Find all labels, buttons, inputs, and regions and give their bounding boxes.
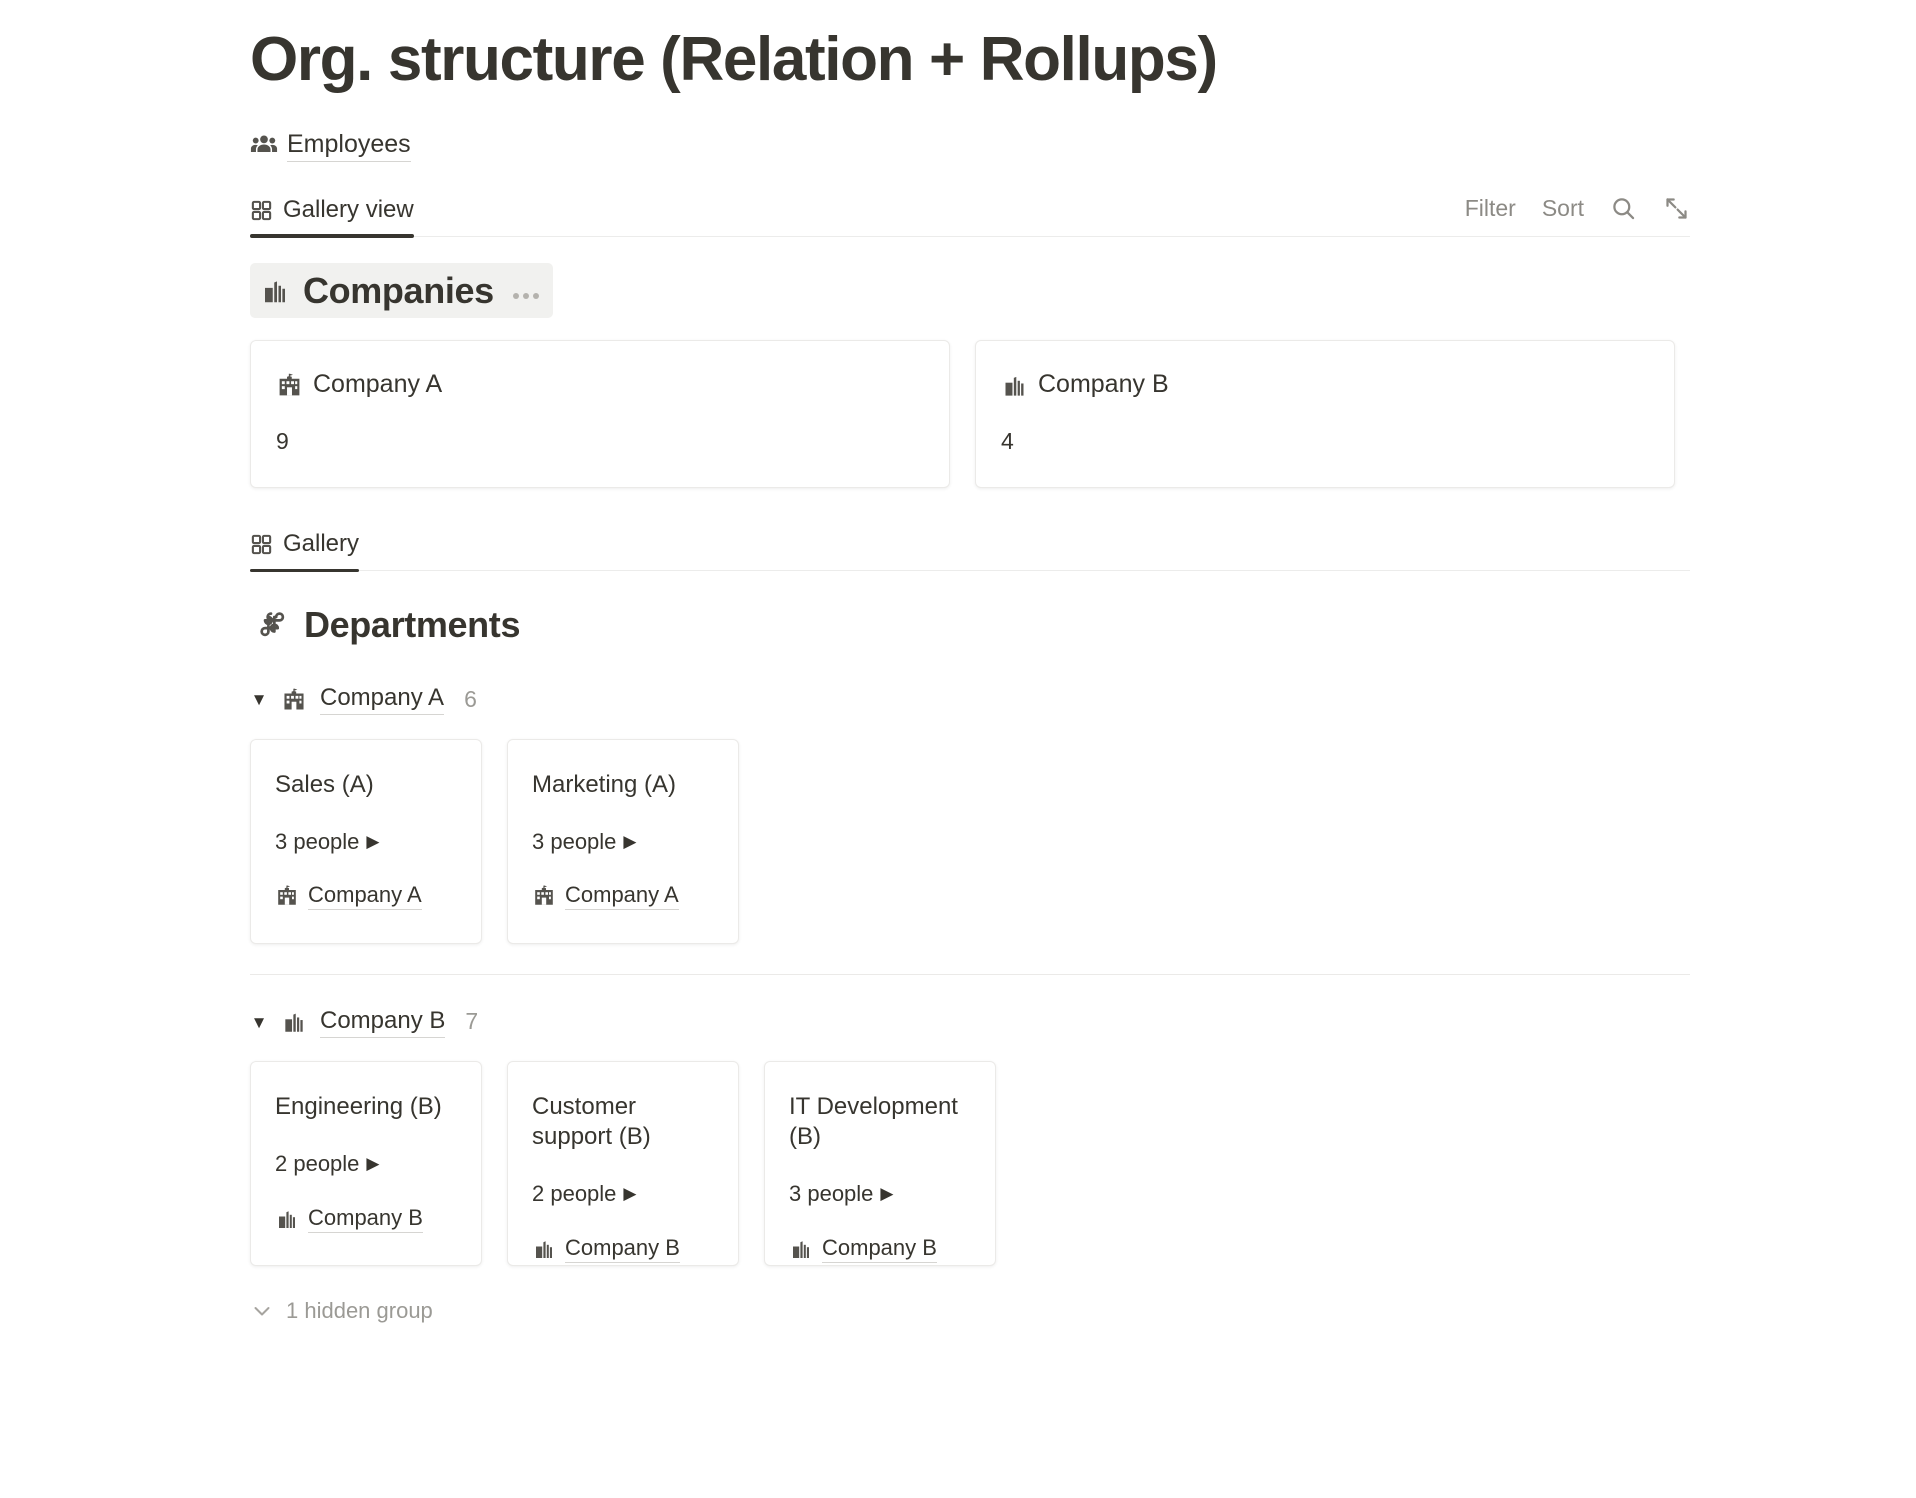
- page-root: Org. structure (Relation + Rollups) Empl…: [0, 25, 1916, 1498]
- school-building-icon: [275, 884, 299, 908]
- expand-diagonal-icon[interactable]: [1663, 195, 1690, 222]
- search-icon[interactable]: [1610, 195, 1637, 222]
- department-card-title: Engineering (B): [275, 1093, 442, 1121]
- office-building-icon: [275, 1207, 299, 1231]
- command-icon: [260, 609, 291, 640]
- people-count-label: 3 people: [789, 1181, 874, 1207]
- department-card[interactable]: Marketing (A) 3 people ▶: [507, 738, 739, 944]
- departments-tab-list: Gallery: [250, 518, 371, 572]
- page-content: Org. structure (Relation + Rollups) Empl…: [250, 25, 1690, 1325]
- employees-link-label[interactable]: Employees: [287, 129, 411, 162]
- filter-button[interactable]: Filter: [1464, 194, 1516, 221]
- department-card-people[interactable]: 2 people ▶: [532, 1180, 714, 1208]
- tab-gallery-view-label: Gallery view: [283, 196, 414, 224]
- office-building-icon: [260, 276, 290, 306]
- tab-gallery-label: Gallery: [283, 530, 360, 558]
- triangle-right-icon[interactable]: ▶: [366, 831, 380, 851]
- office-building-icon: [789, 1237, 813, 1261]
- view-actions: Filter Sort: [1465, 195, 1690, 226]
- company-card-title: Company B: [1038, 370, 1169, 399]
- view-tab-list: Gallery view: [250, 184, 426, 238]
- departments-view-toolbar: Gallery: [250, 518, 1690, 572]
- school-building-icon: [281, 687, 307, 713]
- relation-link-label[interactable]: Company B: [565, 1235, 680, 1264]
- school-building-icon: [276, 372, 303, 399]
- departments-section-title: Departments: [304, 604, 521, 646]
- employees-breadcrumb[interactable]: Employees: [250, 128, 1690, 162]
- company-card-title: Company A: [313, 370, 443, 399]
- hidden-group-label: 1 hidden group: [286, 1298, 433, 1324]
- relation-link-label[interactable]: Company A: [565, 882, 679, 911]
- department-card-people[interactable]: 3 people ▶: [532, 828, 714, 856]
- department-card-people[interactable]: 3 people ▶: [789, 1180, 971, 1208]
- department-card[interactable]: IT Development (B) 3 people ▶ Compa: [764, 1061, 996, 1267]
- sort-button[interactable]: Sort: [1541, 194, 1584, 221]
- company-card-value: 4: [1001, 427, 1014, 454]
- chevron-down-icon: [250, 1299, 274, 1323]
- department-card-people[interactable]: 2 people ▶: [275, 1150, 457, 1178]
- people-count-label: 3 people: [532, 828, 617, 854]
- department-card-title: IT Development (B): [789, 1093, 958, 1151]
- department-card-relation[interactable]: Company B: [275, 1205, 457, 1234]
- tab-gallery[interactable]: Gallery: [250, 518, 371, 572]
- group-divider: [250, 973, 1690, 976]
- people-count-label: 2 people: [532, 1181, 617, 1207]
- triangle-right-icon[interactable]: ▶: [623, 1184, 637, 1204]
- department-card[interactable]: Customer support (B) 2 people ▶ Com: [507, 1061, 739, 1267]
- relation-link-label[interactable]: Company B: [822, 1235, 937, 1264]
- triangle-down-icon[interactable]: ▼: [250, 1012, 268, 1032]
- group-header-company-b[interactable]: ▼ Company B 7: [250, 1005, 1690, 1039]
- office-building-icon: [1001, 372, 1028, 399]
- companies-card-row: Company A 9 Company B 4: [250, 340, 1690, 489]
- department-card-people[interactable]: 3 people ▶: [275, 828, 457, 856]
- triangle-right-icon[interactable]: ▶: [880, 1184, 894, 1204]
- companies-section-header[interactable]: Companies: [250, 263, 553, 319]
- hidden-group-toggle[interactable]: 1 hidden group: [250, 1298, 1690, 1324]
- companies-section-title: Companies: [303, 270, 494, 312]
- department-card-relation[interactable]: Company B: [532, 1235, 714, 1264]
- gallery-grid-icon: [250, 199, 273, 222]
- office-building-icon: [281, 1009, 307, 1035]
- tab-gallery-view[interactable]: Gallery view: [250, 184, 426, 238]
- triangle-right-icon[interactable]: ▶: [366, 1154, 380, 1174]
- department-card-title: Customer support (B): [532, 1093, 651, 1151]
- company-card[interactable]: Company A 9: [250, 340, 950, 489]
- company-card-title-row: Company A: [276, 369, 924, 400]
- company-card-title-row: Company B: [1001, 369, 1649, 400]
- triangle-down-icon[interactable]: ▼: [250, 690, 268, 710]
- department-card-relation[interactable]: Company A: [275, 882, 457, 911]
- gallery-grid-icon: [250, 533, 273, 556]
- view-toolbar: Gallery view Filter Sort: [250, 184, 1690, 238]
- department-card[interactable]: Engineering (B) 2 people ▶ Company: [250, 1061, 482, 1267]
- company-card-value: 9: [276, 427, 289, 454]
- people-count-label: 2 people: [275, 1151, 360, 1177]
- department-card-relation[interactable]: Company A: [532, 882, 714, 911]
- department-card[interactable]: Sales (A) 3 people ▶: [250, 738, 482, 944]
- departments-section-header[interactable]: Departments: [250, 597, 534, 652]
- group-name-label[interactable]: Company B: [320, 1007, 446, 1038]
- group-count: 7: [465, 1008, 479, 1035]
- department-card-row-company-a: Sales (A) 3 people ▶: [250, 738, 1690, 944]
- group-header-company-a[interactable]: ▼ Company A 6: [250, 683, 1690, 717]
- triangle-right-icon[interactable]: ▶: [623, 831, 637, 851]
- relation-link-label[interactable]: Company B: [308, 1205, 423, 1234]
- company-card[interactable]: Company B 4: [975, 340, 1675, 489]
- department-card-title: Marketing (A): [532, 770, 677, 798]
- page-title: Org. structure (Relation + Rollups): [250, 25, 1218, 94]
- department-card-relation[interactable]: Company B: [789, 1235, 971, 1264]
- group-name-label[interactable]: Company A: [320, 684, 445, 715]
- office-building-icon: [532, 1237, 556, 1261]
- people-count-label: 3 people: [275, 828, 360, 854]
- group-count: 6: [464, 685, 477, 712]
- department-card-title: Sales (A): [275, 770, 374, 798]
- ellipsis-icon[interactable]: [512, 283, 539, 299]
- relation-link-label[interactable]: Company A: [308, 882, 422, 911]
- department-card-row-company-b: Engineering (B) 2 people ▶ Company: [250, 1061, 1690, 1267]
- people-group-icon: [250, 131, 278, 159]
- school-building-icon: [532, 884, 556, 908]
